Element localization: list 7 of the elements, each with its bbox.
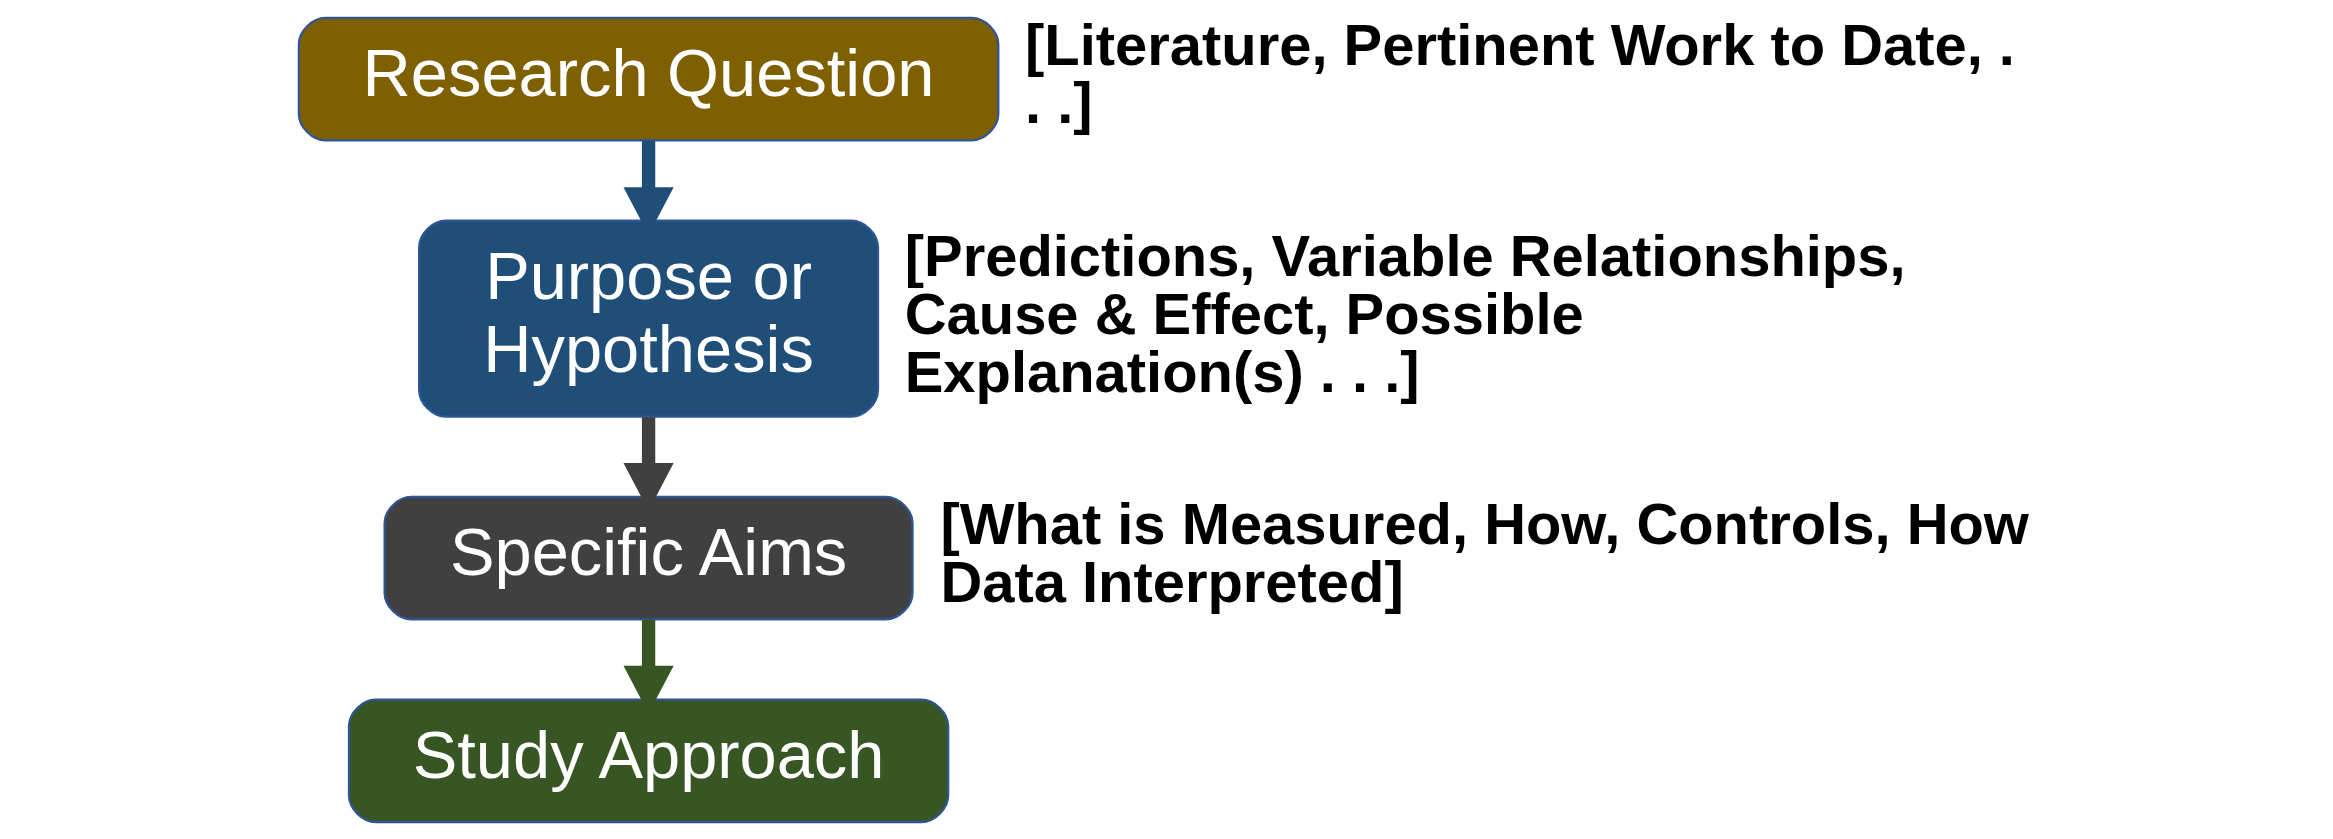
node-label: [Literature, Pertinent Work to Date, . . .] — [1025, 12, 2015, 135]
node-label: [Predictions, Variable Relationships, Cause & Effect, Possible Explanation(s) . . .] — [904, 223, 1906, 404]
node-box: Study Approach — [347, 697, 950, 823]
node-box: Purpose or Hypothesis — [418, 219, 880, 418]
node-label: [What is Measured, How, Controls, How Data Interpreted] — [940, 491, 2029, 614]
node-box: Research Question — [297, 16, 1000, 142]
node-box: Specific Aims — [383, 495, 914, 620]
